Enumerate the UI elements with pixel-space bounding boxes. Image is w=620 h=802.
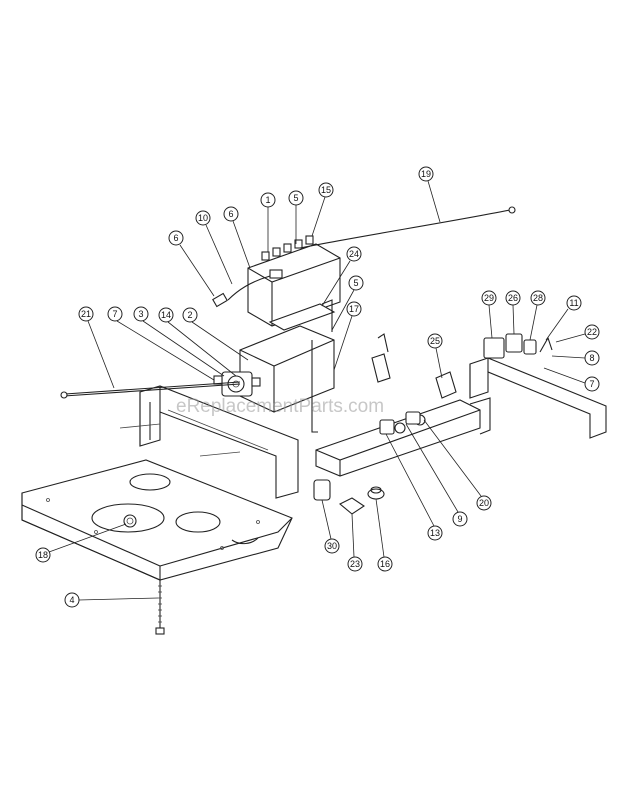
small-parts (313, 333, 457, 515)
callout-label: 3 (138, 309, 143, 319)
callout-13[interactable]: 13 (385, 433, 443, 541)
watermark-text: eReplacementParts.com (176, 396, 384, 417)
callout-label: 4 (69, 595, 74, 605)
callout-5[interactable]: 5 (288, 190, 304, 244)
callout-label: 16 (380, 559, 390, 569)
callout-15[interactable]: 15 (311, 182, 334, 237)
callout-16[interactable]: 16 (375, 498, 393, 572)
callout-28[interactable]: 28 (529, 290, 546, 341)
callout-label: 6 (173, 233, 178, 243)
callout-24[interactable]: 24 (321, 246, 362, 307)
callout-label: 26 (508, 293, 518, 303)
callout-label: 29 (484, 293, 494, 303)
callout-3[interactable]: 3 (133, 306, 225, 377)
callout-26[interactable]: 26 (505, 290, 521, 335)
callout-label: 10 (198, 213, 208, 223)
switch-panel-rail (469, 333, 607, 439)
callout-4[interactable]: 4 (64, 592, 159, 608)
callout-label: 1 (265, 195, 270, 205)
cables (60, 206, 516, 399)
callout-6-left[interactable]: 6 (168, 230, 215, 297)
callout-label: 20 (479, 498, 489, 508)
callout-label: 21 (81, 309, 91, 319)
callout-9[interactable]: 9 (405, 423, 468, 527)
callout-6-top[interactable]: 6 (223, 206, 251, 269)
callout-label: 7 (112, 309, 117, 319)
callout-7-left[interactable]: 7 (107, 306, 215, 381)
callout-label: 24 (349, 249, 359, 259)
callout-30[interactable]: 30 (321, 499, 340, 554)
callout-25[interactable]: 25 (427, 333, 443, 379)
seat-bolt (155, 580, 165, 635)
callout-label: 9 (457, 514, 462, 524)
frame-rails (119, 385, 299, 499)
callout-18[interactable]: 18 (35, 523, 127, 563)
callout-11[interactable]: 11 (545, 295, 582, 341)
callout-label: 30 (327, 541, 337, 551)
callout-label: 22 (587, 327, 597, 337)
callout-23[interactable]: 23 (347, 513, 363, 572)
callout-label: 6 (228, 209, 233, 219)
callout-label: 5 (293, 193, 298, 203)
callout-20[interactable]: 20 (423, 419, 492, 511)
callout-label: 14 (161, 310, 171, 320)
seat-pan (21, 459, 293, 581)
callout-label: 7 (589, 379, 594, 389)
callout-17[interactable]: 17 (333, 301, 362, 371)
control-panel-beam (315, 397, 491, 477)
callout-22[interactable]: 22 (555, 324, 600, 343)
callout-19[interactable]: 19 (418, 166, 441, 223)
callout-label: 11 (569, 298, 578, 308)
callout-2[interactable]: 2 (182, 307, 249, 361)
callout-21[interactable]: 21 (78, 306, 115, 389)
callout-label: 13 (430, 528, 440, 538)
callout-label: 19 (421, 169, 431, 179)
callout-label: 18 (38, 550, 48, 560)
callout-5-right[interactable]: 5 (331, 275, 364, 331)
callout-29[interactable]: 29 (481, 290, 497, 339)
callout-label: 5 (353, 278, 358, 288)
callout-label: 25 (430, 336, 440, 346)
callout-label: 17 (349, 304, 359, 314)
callout-label: 8 (589, 353, 594, 363)
battery-tray (239, 299, 336, 433)
callout-label: 28 (533, 293, 543, 303)
callout-7-right[interactable]: 7 (543, 367, 600, 392)
callout-10[interactable]: 10 (195, 210, 233, 285)
callout-8[interactable]: 8 (551, 350, 600, 366)
callout-14[interactable]: 14 (158, 307, 237, 377)
callout-label: 15 (321, 185, 331, 195)
callout-label: 23 (350, 559, 360, 569)
callout-1[interactable]: 1 (260, 192, 276, 252)
callout-label: 2 (187, 310, 192, 320)
